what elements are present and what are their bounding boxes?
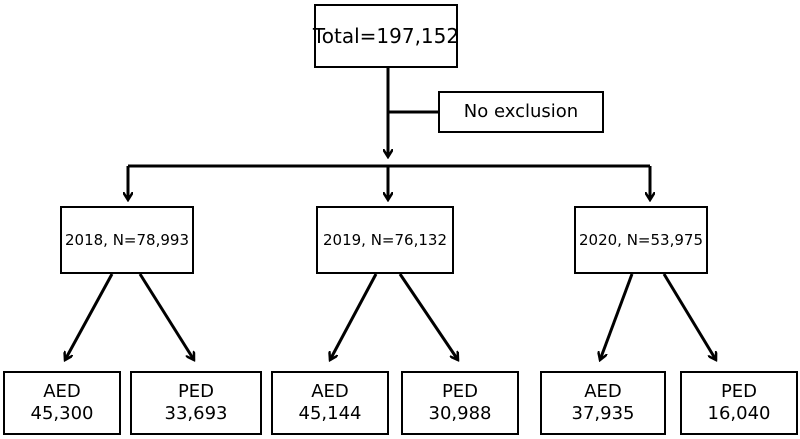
arrow-2020-to-ped: [662, 273, 716, 360]
leaf-label: PED: [720, 381, 758, 403]
year-label: 2020, N=53,975: [579, 231, 703, 249]
ped-2018-box: PED 33,693: [130, 371, 262, 435]
aed-2018-box: AED 45,300: [3, 371, 121, 435]
ped-2019-box: PED 30,988: [401, 371, 519, 435]
no-exclusion-label: No exclusion: [463, 101, 579, 123]
leaf-value: 45,300: [30, 403, 94, 424]
total-label: Total=197,152: [312, 24, 460, 48]
year-2020-box: 2020, N=53,975: [574, 206, 708, 274]
year-label: 2018, N=78,993: [65, 231, 189, 249]
arrow-2019-to-aed: [330, 273, 378, 360]
leaf-label: PED: [177, 381, 215, 403]
leaf-value: 33,693: [164, 403, 228, 424]
year-label: 2019, N=76,132: [323, 231, 447, 249]
aed-2020-box: AED 37,935: [540, 371, 666, 435]
ped-2020-box: PED 16,040: [680, 371, 798, 435]
leaf-value: 37,935: [571, 403, 635, 424]
leaf-value: 45,144: [298, 403, 362, 424]
leaf-label: AED: [43, 381, 81, 403]
leaf-label: PED: [441, 381, 479, 403]
total-box: Total=197,152: [312, 4, 460, 68]
leaf-label: AED: [311, 381, 349, 403]
aed-2019-box: AED 45,144: [271, 371, 389, 435]
no-exclusion-box: No exclusion: [438, 91, 604, 133]
year-2018-box: 2018, N=78,993: [60, 206, 194, 274]
arrow-2019-to-ped: [398, 273, 458, 360]
arrow-2020-to-aed: [600, 273, 634, 360]
leaf-value: 16,040: [707, 403, 771, 424]
year-2019-box: 2019, N=76,132: [316, 206, 454, 274]
arrow-2018-to-ped: [138, 273, 196, 360]
arrow-2018-to-aed: [65, 273, 114, 360]
leaf-value: 30,988: [428, 403, 492, 424]
leaf-label: AED: [584, 381, 622, 403]
